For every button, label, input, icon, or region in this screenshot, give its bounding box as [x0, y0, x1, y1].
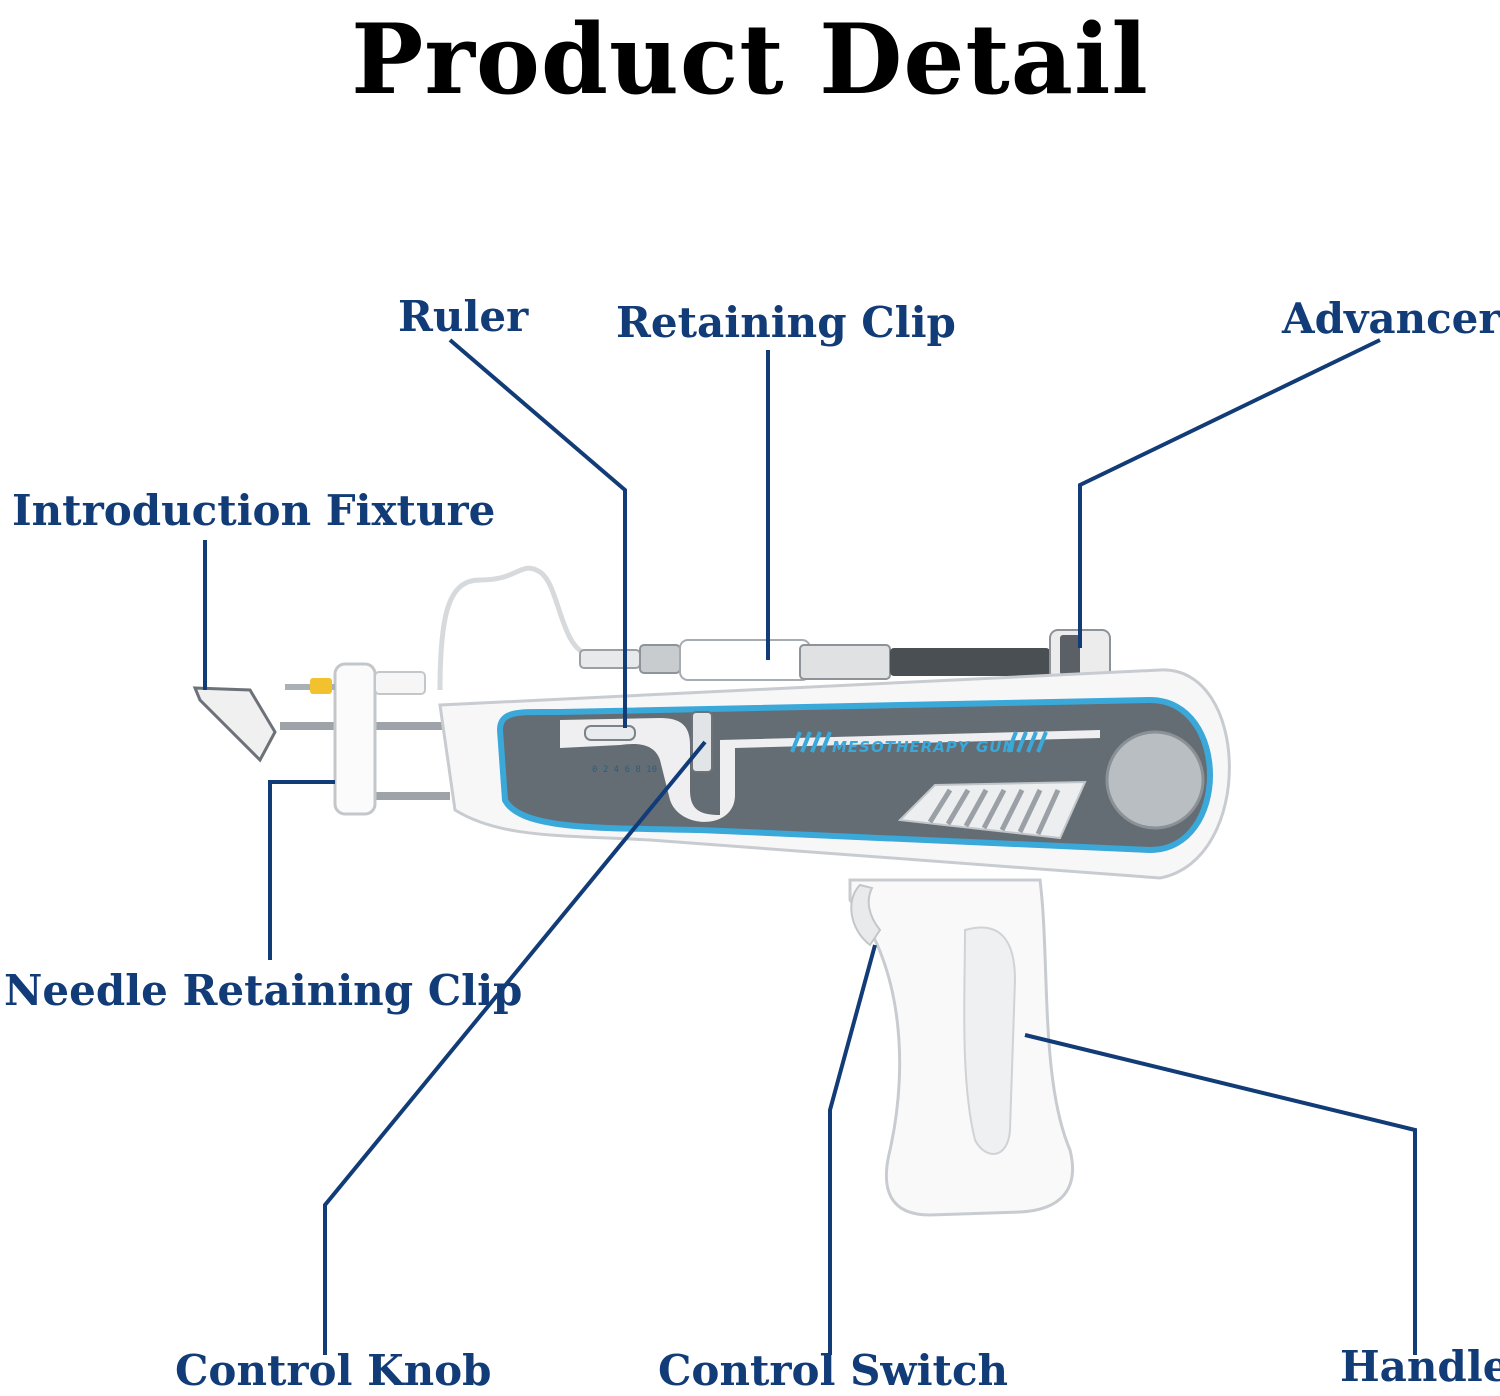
leader-needle-retaining-clip [268, 780, 335, 960]
control-knob-slot [691, 711, 713, 773]
vent-slots [927, 788, 1061, 836]
front-fixture [192, 662, 450, 816]
label-control-knob: Control Knob [175, 1346, 492, 1395]
leader-control-knob [323, 740, 707, 1355]
ruler-marks: 0 2 4 6 8 10 [592, 765, 657, 775]
tube [437, 565, 591, 691]
accent-stripes [790, 731, 1048, 753]
label-ruler: Ruler [398, 292, 529, 341]
trigger [850, 883, 882, 947]
leader-advancer [1078, 338, 1381, 648]
ruler-slot [584, 725, 636, 741]
label-needle-retaining-clip: Needle Retaining Clip [4, 966, 523, 1015]
syringe-assembly [579, 629, 1111, 681]
label-handle: Handle [1340, 1342, 1500, 1391]
leader-lines [203, 338, 1417, 1355]
round-button [1105, 730, 1205, 830]
leader-control-switch [828, 944, 877, 1355]
handle-panel [963, 926, 1017, 1155]
label-retaining-clip: Retaining Clip [616, 298, 956, 347]
leader-ruler [448, 338, 627, 728]
leader-handle [1024, 1033, 1417, 1355]
label-control-switch: Control Switch [658, 1346, 1009, 1395]
handle-grip [848, 878, 1075, 1217]
device-brand-text: MESOTHERAPY GUN [832, 738, 1016, 756]
label-advancer: Advancer [1282, 294, 1500, 343]
page-title: Product Detail [351, 3, 1149, 116]
label-introduction-fixture: Introduction Fixture [12, 486, 496, 535]
